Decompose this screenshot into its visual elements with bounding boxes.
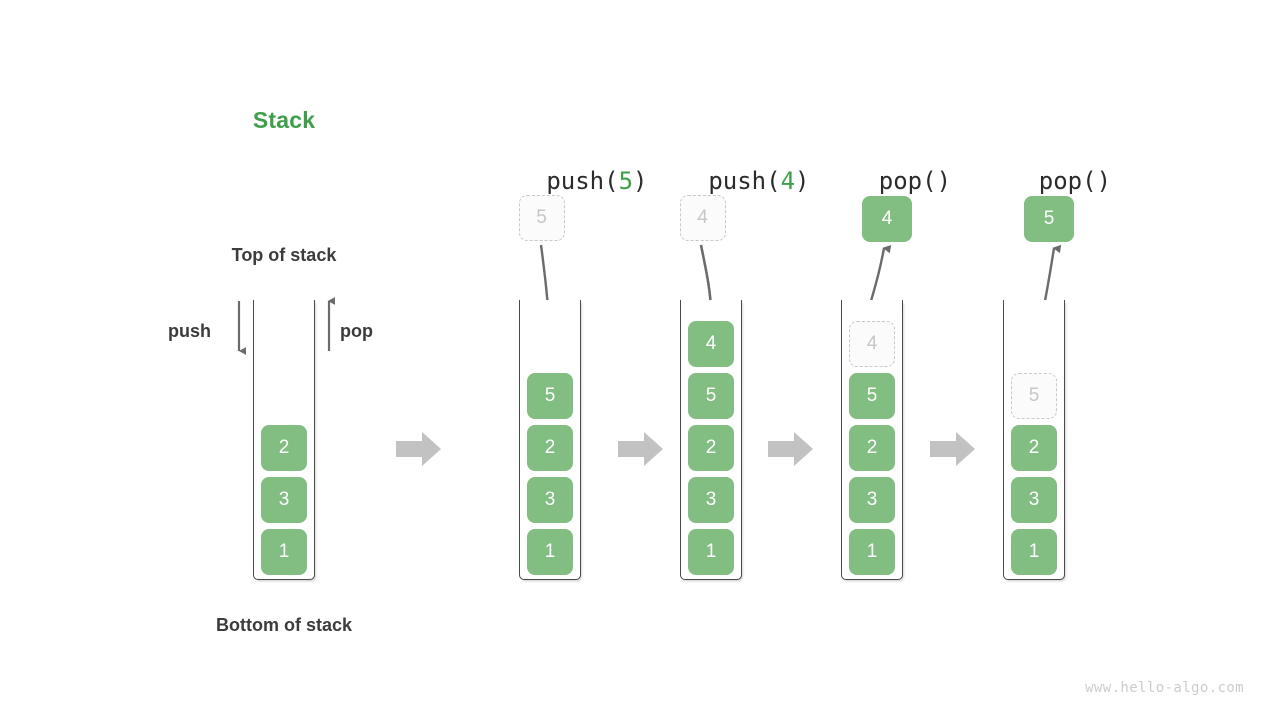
stack-cell: 4 (688, 321, 734, 367)
flow-arrow (930, 432, 976, 466)
stack-cell: 3 (261, 477, 307, 523)
op-label-prefix: push( (546, 167, 619, 195)
push-label: push (168, 321, 211, 341)
top-of-stack-label: Top of stack (231, 245, 337, 265)
op-label-suffix: ) (633, 167, 648, 195)
floating-ghost-cell: 4 (679, 195, 726, 241)
op-label-pop-4: pop() (806, 139, 966, 223)
popped-cell: 4 (862, 196, 912, 242)
op-label-prefix: pop( (878, 167, 937, 195)
page-title: Stack (252, 107, 316, 133)
flow-arrow (396, 432, 442, 466)
stack-cell: 2 (1011, 425, 1057, 471)
op-label-push-5: push(5) (488, 139, 648, 223)
stack-cell: 2 (261, 425, 307, 471)
stack-cell: 1 (688, 529, 734, 575)
op-label-suffix: ) (936, 167, 952, 195)
popped-cell: 5 (1024, 196, 1074, 242)
stack-cell: 1 (261, 529, 307, 575)
watermark: www.hello-algo.com (1085, 680, 1244, 696)
op-label-arg: 4 (780, 167, 796, 195)
op-label-suffix: ) (795, 167, 810, 195)
stack-cell: 1 (849, 529, 895, 575)
stack-cell: 2 (688, 425, 734, 471)
stack-cell: 2 (849, 425, 895, 471)
op-label-prefix: pop( (1038, 167, 1097, 195)
op-label-prefix: push( (708, 167, 781, 195)
op-label-arg: 5 (618, 167, 634, 195)
stack-cell: 3 (527, 477, 573, 523)
bottom-of-stack-label: Bottom of stack (215, 615, 352, 635)
stack-cell: 2 (527, 425, 573, 471)
flow-arrow (768, 432, 814, 466)
stack-cell: 3 (1011, 477, 1057, 523)
removed-ghost-cell: 5 (1011, 373, 1057, 419)
floating-ghost-cell: 5 (518, 195, 565, 241)
stack-cell: 5 (688, 373, 734, 419)
pop-label: pop (340, 321, 373, 341)
op-label-push-4: push(4) (650, 139, 810, 223)
removed-ghost-cell: 4 (849, 321, 895, 367)
op-label-suffix: ) (1096, 167, 1112, 195)
stack-cell: 1 (1011, 529, 1057, 575)
flow-arrow (618, 432, 664, 466)
stack-cell: 3 (688, 477, 734, 523)
stack-cell: 5 (849, 373, 895, 419)
stack-cell: 5 (527, 373, 573, 419)
stack-cell: 1 (527, 529, 573, 575)
stack-cell: 3 (849, 477, 895, 523)
op-label-pop-5: pop() (966, 139, 1126, 223)
